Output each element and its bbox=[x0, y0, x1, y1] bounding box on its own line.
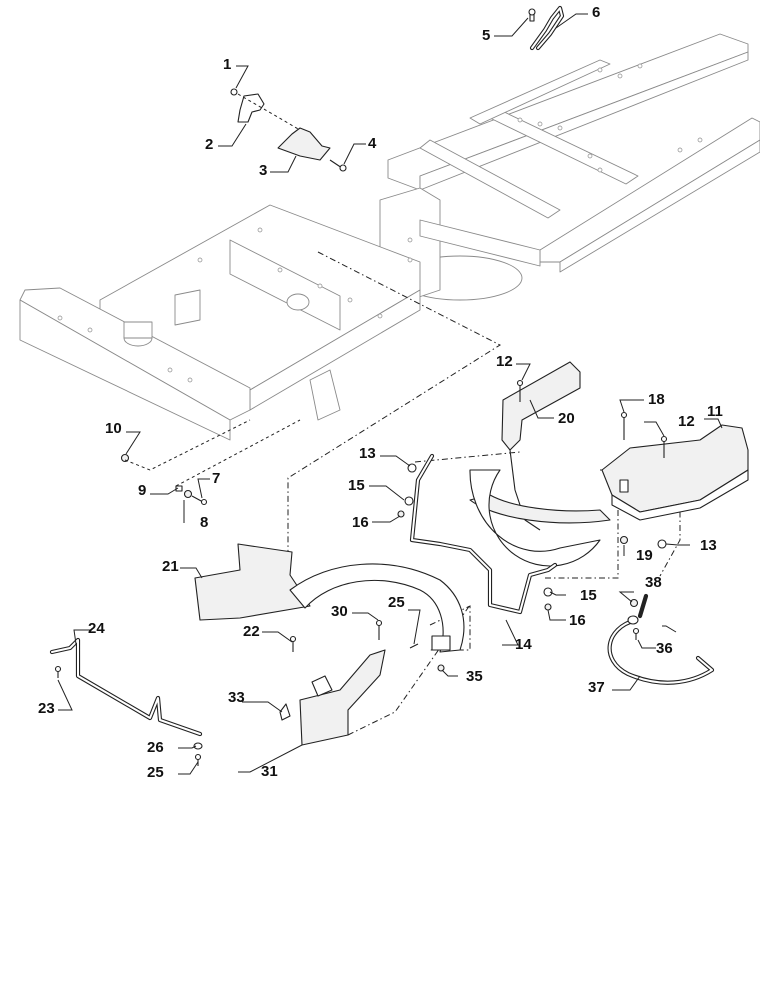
frame-rail-left-side bbox=[419, 51, 749, 191]
frame-rail-right bbox=[539, 117, 760, 263]
bracket-20-body bbox=[501, 361, 581, 451]
frame-holes bbox=[57, 63, 703, 383]
callout-38[interactable]: 38 bbox=[645, 574, 662, 591]
callout-14[interactable]: 14 bbox=[515, 636, 532, 653]
front-guard-body bbox=[299, 649, 386, 746]
callout-21[interactable]: 21 bbox=[162, 558, 179, 575]
callout-19[interactable]: 19 bbox=[636, 547, 653, 564]
callout-23[interactable]: 23 bbox=[38, 700, 55, 717]
callout-33[interactable]: 33 bbox=[228, 689, 245, 706]
chassis-frame bbox=[19, 33, 760, 441]
callout-9[interactable]: 9 bbox=[138, 482, 147, 499]
part-25-screw-a bbox=[409, 643, 419, 649]
callout-7[interactable]: 7 bbox=[212, 470, 221, 487]
part-9-spacer bbox=[175, 485, 183, 492]
callout-4[interactable]: 4 bbox=[368, 135, 377, 152]
part-3-cover bbox=[277, 127, 331, 161]
callout-8[interactable]: 8 bbox=[200, 514, 209, 531]
part-38-nut bbox=[629, 598, 639, 608]
callout-15-a[interactable]: 15 bbox=[348, 477, 365, 494]
callout-24[interactable]: 24 bbox=[88, 620, 105, 637]
part-21-left-guard bbox=[194, 543, 465, 653]
frame-rail-right-side bbox=[559, 139, 760, 273]
front-bracket bbox=[174, 289, 201, 326]
callout-16-a[interactable]: 16 bbox=[352, 514, 369, 531]
callout-6[interactable]: 6 bbox=[592, 4, 601, 21]
part-14-linkage bbox=[397, 453, 558, 615]
part-group-5-6 bbox=[528, 5, 565, 51]
callout-2[interactable]: 2 bbox=[205, 136, 214, 153]
callout-5[interactable]: 5 bbox=[482, 27, 491, 44]
part-26-washer bbox=[193, 742, 203, 750]
inner-panel bbox=[229, 239, 341, 331]
callout-11[interactable]: 11 bbox=[707, 403, 723, 420]
callout-22[interactable]: 22 bbox=[243, 623, 260, 640]
part-20-bracket bbox=[469, 361, 611, 567]
steering-boss-body bbox=[123, 321, 153, 339]
callout-31[interactable]: 31 bbox=[261, 763, 278, 780]
part-37-hoop bbox=[607, 593, 715, 685]
part-8-washer bbox=[183, 489, 193, 499]
callout-36[interactable]: 36 bbox=[656, 640, 673, 657]
deck-disc bbox=[469, 494, 611, 524]
guard-boss bbox=[619, 479, 629, 493]
callout-18[interactable]: 18 bbox=[648, 391, 665, 408]
part-15-washer-b bbox=[543, 587, 553, 597]
part-13-washer-b bbox=[657, 539, 667, 549]
callout-37[interactable]: 37 bbox=[588, 679, 605, 696]
leg-bracket bbox=[309, 369, 341, 421]
pivot-arm bbox=[419, 219, 541, 267]
part-24-rod bbox=[49, 637, 203, 766]
guard-foot bbox=[431, 635, 451, 651]
part-1-nut bbox=[230, 88, 238, 96]
callout-13-a[interactable]: 13 bbox=[359, 445, 376, 462]
callout-1[interactable]: 1 bbox=[223, 56, 232, 73]
part-33-clip bbox=[279, 703, 291, 721]
part-group-1-4 bbox=[230, 88, 347, 172]
callout-16-b[interactable]: 16 bbox=[569, 612, 586, 629]
callout-20[interactable]: 20 bbox=[558, 410, 575, 427]
left-guard-body bbox=[194, 543, 311, 621]
part-group-7-10 bbox=[120, 419, 301, 506]
rod-24 bbox=[49, 637, 203, 737]
crossmember-1 bbox=[419, 139, 561, 219]
part-11-right-guard bbox=[601, 411, 749, 549]
callout-13-b[interactable]: 13 bbox=[700, 537, 717, 554]
part-10-nut bbox=[120, 453, 130, 463]
bushing bbox=[286, 293, 310, 311]
callout-15-b[interactable]: 15 bbox=[580, 587, 597, 604]
callout-30[interactable]: 30 bbox=[331, 603, 348, 620]
callout-12-a[interactable]: 12 bbox=[496, 353, 513, 370]
part-16-nut-a bbox=[397, 510, 405, 518]
callout-12-b[interactable]: 12 bbox=[678, 413, 695, 430]
part-31-front-guard bbox=[279, 619, 451, 746]
deck-guard-arc bbox=[289, 563, 465, 653]
callout-26[interactable]: 26 bbox=[147, 739, 164, 756]
callout-35[interactable]: 35 bbox=[466, 668, 483, 685]
part-16-nut-b bbox=[544, 603, 552, 611]
callout-25-a[interactable]: 25 bbox=[388, 594, 405, 611]
callout-25-b[interactable]: 25 bbox=[147, 764, 164, 781]
part-19-nut bbox=[619, 535, 629, 545]
leader-lines bbox=[57, 13, 723, 775]
callout-10[interactable]: 10 bbox=[105, 420, 122, 437]
part-35-nut bbox=[437, 664, 445, 672]
part-2-clamp bbox=[237, 93, 265, 123]
part-15-washer-a bbox=[404, 496, 414, 506]
callout-3[interactable]: 3 bbox=[259, 162, 268, 179]
front-bumper-face bbox=[19, 299, 231, 441]
